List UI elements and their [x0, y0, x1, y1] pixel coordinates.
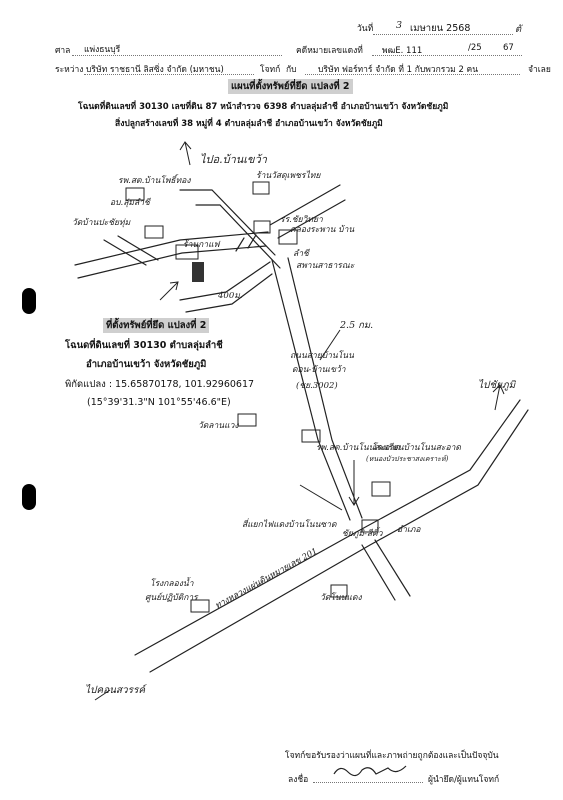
label-temple-lower: วัดลานแวง	[198, 421, 239, 431]
property-marker-icon	[192, 262, 204, 282]
defendant: บริษัท ฟอร์ทาร์ จำกัด ที่ 1 กับพวกรวม 2 …	[318, 65, 479, 75]
label-temple-bottom: วัดโนนแดง	[320, 593, 362, 603]
court-label: ศาล	[55, 46, 71, 56]
sign-role: ผู้นำยึด/ผู้แทนโจทก์	[428, 775, 500, 785]
label-route-201: ชัยภูมิ-สีคิ้ว	[342, 529, 383, 539]
corner-mark: ตั	[515, 24, 522, 35]
label-school3-b: ศูนย์ปฏิบัติการ	[145, 593, 198, 603]
property-coords-dms: (15°39'31.3"N 101°55'46.6"E)	[87, 397, 231, 408]
label-distance-25: 2.5 กม.	[340, 320, 374, 331]
property-line1: โฉนดที่ดินเลขที่ 30130 ตำบลลุ่มลำชี	[65, 340, 223, 351]
label-lamchi: ลำชี	[293, 249, 309, 259]
label-lpru: อบ.ลุ่มลำชี	[110, 198, 150, 208]
date-label: วันที่	[357, 24, 374, 34]
label-school-right: รร.ชัยวิทยา	[280, 215, 323, 225]
punch-hole-top	[22, 288, 36, 314]
between-label: ระหว่าง	[55, 65, 84, 75]
label-temple-left: วัดบ้านปะชัยทุ่ม	[72, 218, 131, 228]
label-hospital: รพ.สต.บ้านโพธิ์ทอง	[118, 176, 191, 186]
label-bridge-note: คลองระพาน บ้าน	[290, 225, 355, 235]
punch-hole-bottom	[22, 484, 36, 510]
label-distance-400: 400ม.	[218, 291, 243, 301]
label-junction: สี่แยกไฟแดงบ้านโนนซาด	[242, 520, 337, 530]
label-to-ban-khwao: ไปอ.บ้านเขว้า	[200, 153, 267, 166]
property-heading: ที่ตั้งทรัพย์ที่ยึด แปลงที่ 2	[103, 318, 210, 333]
label-road-code: (ชย.3002)	[296, 381, 338, 391]
label-hospital2: รพ.สต.บ้านโนนสะอาด	[316, 443, 400, 453]
defendant-role: จำเลย	[528, 65, 551, 75]
property-line2: อำเภอบ้านเขว้า จังหวัดชัยภูมิ	[86, 359, 207, 370]
plaintiff-role: โจทก์	[260, 65, 281, 75]
sign-label: ลงชื่อ	[288, 775, 309, 785]
title-line2: สิ่งปลูกสร้างเลขที่ 38 หมู่ที่ 4 ตำบลลุ่…	[115, 119, 383, 129]
signature-icon	[333, 765, 407, 777]
date-month-year: เมษายน 2568	[410, 23, 471, 34]
plaintiff: บริษัท ราชธานี ลิสซิ่ง จำกัด (มหาชน)	[86, 65, 224, 75]
label-to-chaiyaphum: ไปชัยภูมิ	[478, 380, 516, 391]
label-school3: โรงกลองน้ำ	[150, 579, 194, 589]
case-slash: /25	[468, 43, 482, 53]
label-shop-near: ร้านกาแฟ	[183, 240, 220, 250]
case-label: คดีหมายเลขแดงที่	[296, 46, 363, 56]
property-coords: พิกัดแปลง : 15.65870178, 101.92960617	[65, 379, 255, 390]
map-heading: แผนที่ตั้งทรัพย์ที่ยึด แปลงที่ 2	[228, 79, 353, 94]
label-shop-phet: ร้านวัสดุเพชรไทย	[256, 171, 321, 181]
case-year: 67	[503, 43, 514, 53]
label-right-mark: อำเภอ	[397, 525, 421, 535]
with-label: กับ	[286, 65, 297, 75]
label-to-khon-sawan: ไปคอนสวรรค์	[85, 685, 146, 696]
label-road-main2: ดอน-บ้านเขว้า	[292, 365, 346, 375]
title-line1: โฉนดที่ดินเลขที่ 30130 เลขที่ดิน 87 หน้า…	[78, 102, 449, 112]
case-no: พฒE. 111	[382, 46, 423, 56]
date-day: 3	[396, 20, 403, 31]
label-school2-b: (หนองบัวประชาสงเคราะห์)	[366, 455, 449, 463]
certify-text: โจทก์ขอรับรองว่าแผนที่และภาพถ่ายถูกต้องแ…	[285, 751, 499, 761]
label-school2: โรงเรียนบ้านโนนสะอาด	[372, 443, 461, 453]
court-name: แพ่งธนบุรี	[84, 45, 121, 55]
label-road-main: ถนนสายบ้านโนน	[290, 351, 354, 361]
label-subject-small: สพานสาธารณะ	[296, 261, 355, 271]
